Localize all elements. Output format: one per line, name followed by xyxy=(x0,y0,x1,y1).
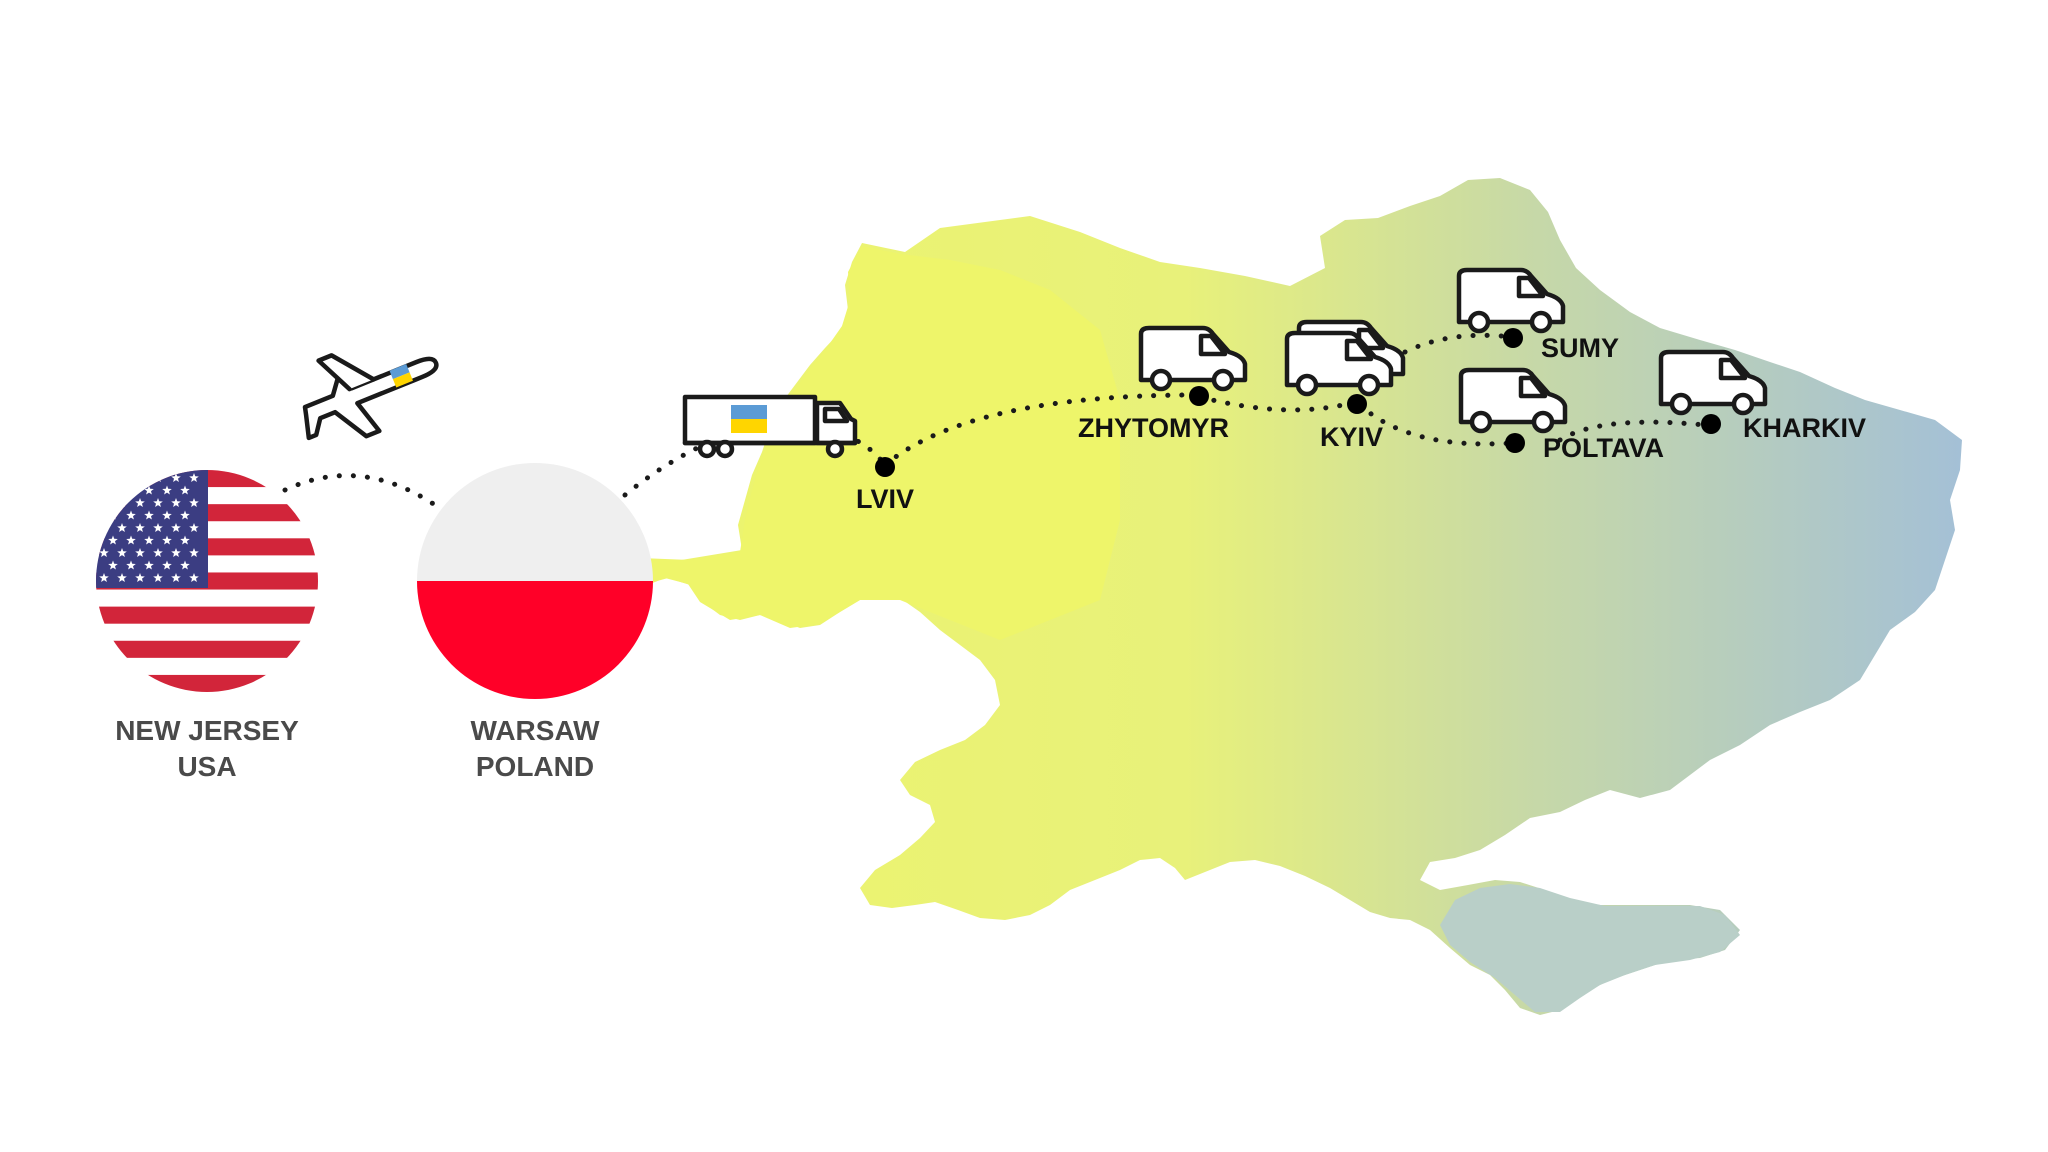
city-dot-kharkiv xyxy=(1701,414,1721,434)
city-dot-poltava xyxy=(1505,433,1525,453)
city-dot-zhytomyr xyxy=(1189,386,1209,406)
van-icon-zhytomyr xyxy=(1138,325,1248,392)
usa-flag-star xyxy=(135,523,145,532)
usa-flag-star xyxy=(153,523,163,532)
usa-flag-star xyxy=(108,560,118,570)
usa-flag-star xyxy=(108,535,118,545)
route-lviv-zhytomyr xyxy=(882,392,1198,468)
city-dot-kyiv xyxy=(1347,394,1367,414)
van-icon-kyiv-front xyxy=(1284,330,1394,397)
usa-flag-stripe xyxy=(96,674,318,692)
usa-flag-star xyxy=(189,473,199,482)
usa-flag-star xyxy=(108,485,118,495)
usa-flag-star xyxy=(99,523,109,532)
city-dot-lviv xyxy=(875,457,895,477)
usa-flag-star xyxy=(171,573,181,582)
usa-flag-star xyxy=(135,473,145,482)
usa-flag-star xyxy=(126,510,136,520)
usa-flag-star xyxy=(171,473,181,482)
usa-flag-star xyxy=(189,548,199,557)
city-label-zhytomyr: ZHYTOMYR xyxy=(1078,413,1229,443)
usa-flag-star xyxy=(99,548,109,557)
usa-flag-star xyxy=(117,548,127,557)
usa-flag-star xyxy=(180,510,190,520)
route-poltava-kharkiv xyxy=(1557,419,1708,443)
truck-icon xyxy=(682,394,858,459)
usa-flag-star xyxy=(144,510,154,520)
poland-label-line1: WARSAW xyxy=(470,715,600,746)
usa-flag-star xyxy=(162,510,172,520)
city-label-poltava: POLTAVA xyxy=(1543,433,1664,463)
usa-flag-star xyxy=(135,548,145,557)
usa-flag-star xyxy=(189,573,199,582)
usa-label-line2: USA xyxy=(177,751,236,782)
usa-flag-star xyxy=(189,523,199,532)
usa-flag-stripe xyxy=(96,606,318,624)
usa-flag xyxy=(96,470,318,692)
city-label-kharkiv: KHARKIV xyxy=(1743,413,1866,443)
usa-flag-star xyxy=(135,498,145,507)
usa-flag-star xyxy=(126,560,136,570)
poland-flag xyxy=(417,463,653,699)
usa-flag-star xyxy=(126,485,136,495)
city-label-kyiv: KYIV xyxy=(1320,422,1383,452)
usa-flag-star xyxy=(180,535,190,545)
usa-flag-star xyxy=(162,485,172,495)
city-dot-sumy xyxy=(1503,328,1523,348)
usa-flag-star xyxy=(144,560,154,570)
usa-flag-star xyxy=(171,548,181,557)
usa-flag-star xyxy=(144,485,154,495)
route-zhytomyr-kyiv xyxy=(1197,394,1358,413)
crimea xyxy=(1440,884,1740,1012)
van-icon-sumy xyxy=(1456,267,1566,334)
usa-flag-star xyxy=(126,535,136,545)
usa-flag-star xyxy=(117,498,127,507)
route-kyiv-poltava xyxy=(1357,402,1515,447)
usa-flag-star xyxy=(171,498,181,507)
usa-flag-star xyxy=(153,573,163,582)
usa-flag-star xyxy=(180,485,190,495)
usa-flag-star xyxy=(153,498,163,507)
route-usa-poland xyxy=(282,473,438,508)
usa-label-line1: NEW JERSEY xyxy=(115,715,299,746)
usa-flag-star xyxy=(189,498,199,507)
usa-flag-star xyxy=(117,523,127,532)
city-label-sumy: SUMY xyxy=(1541,333,1619,363)
van-icon-poltava xyxy=(1458,367,1568,434)
usa-flag-star xyxy=(162,560,172,570)
usa-flag-star xyxy=(99,498,109,507)
usa-flag-star xyxy=(162,535,172,545)
usa-flag-star xyxy=(117,573,127,582)
route-poland-lviv xyxy=(622,425,748,498)
usa-flag-star xyxy=(99,573,109,582)
van-icon-kharkiv xyxy=(1658,349,1768,416)
airplane-icon xyxy=(302,353,439,441)
city-label-lviv: LVIV xyxy=(856,484,914,514)
usa-flag-star xyxy=(117,473,127,482)
usa-flag-star xyxy=(99,473,109,482)
usa-flag-stripe xyxy=(96,640,318,658)
usa-flag-star xyxy=(171,523,181,532)
usa-flag-star xyxy=(135,573,145,582)
route-kyiv-sumy xyxy=(1402,332,1515,355)
poland-label-line2: POLAND xyxy=(476,751,594,782)
usa-flag-star xyxy=(144,535,154,545)
usa-flag-star xyxy=(180,560,190,570)
usa-flag-star xyxy=(153,548,163,557)
